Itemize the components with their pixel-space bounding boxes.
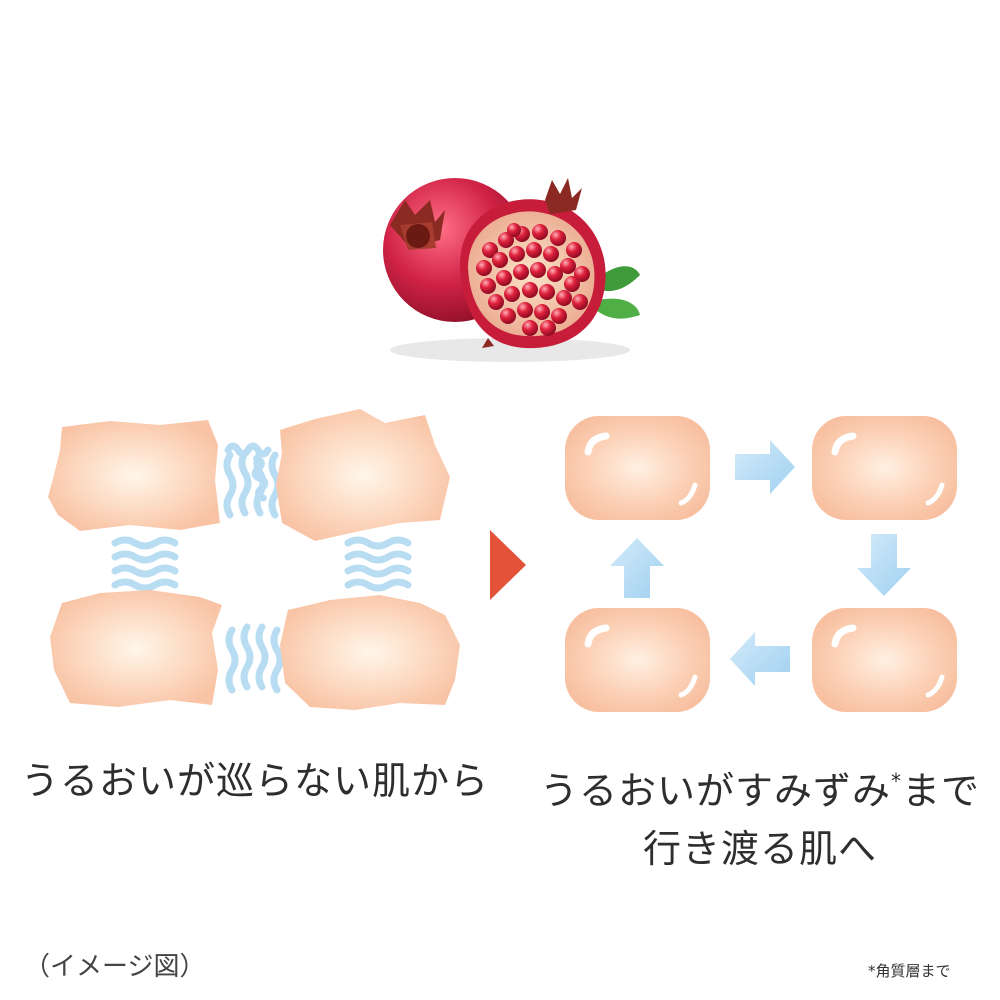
right-caption-line1: うるおいがすみずみ*まで xyxy=(539,769,981,813)
dry-skin-diagram xyxy=(40,405,470,725)
moist-cell xyxy=(565,608,710,712)
right-caption: うるおいがすみずみ*まで 行き渡る肌へ xyxy=(530,752,990,878)
dry-cell xyxy=(280,595,460,710)
moist-skin-diagram xyxy=(560,410,970,720)
footnote: *角質層まで xyxy=(868,962,951,980)
dry-cell xyxy=(276,409,450,541)
pomegranate-illustration xyxy=(370,170,650,370)
footnote-mark: * xyxy=(891,769,902,793)
left-caption: うるおいが巡らない肌から xyxy=(20,752,490,810)
right-caption-line2: 行き渡る肌へ xyxy=(642,827,877,871)
arrow-icon xyxy=(610,440,911,686)
left-caption-text: うるおいが巡らない肌から xyxy=(20,759,489,803)
moist-cell xyxy=(812,416,957,520)
moist-cell xyxy=(812,608,957,712)
triangle-right-icon xyxy=(490,530,526,600)
dry-cell xyxy=(50,590,222,707)
moisture-wave-icon xyxy=(111,536,412,592)
moisture-wave-icon xyxy=(223,442,284,694)
image-label-note: （イメージ図） xyxy=(24,952,206,982)
dry-cell xyxy=(48,420,220,531)
transition-arrow xyxy=(488,530,528,600)
moist-cell xyxy=(565,416,710,520)
pomegranate-icon xyxy=(383,178,640,362)
